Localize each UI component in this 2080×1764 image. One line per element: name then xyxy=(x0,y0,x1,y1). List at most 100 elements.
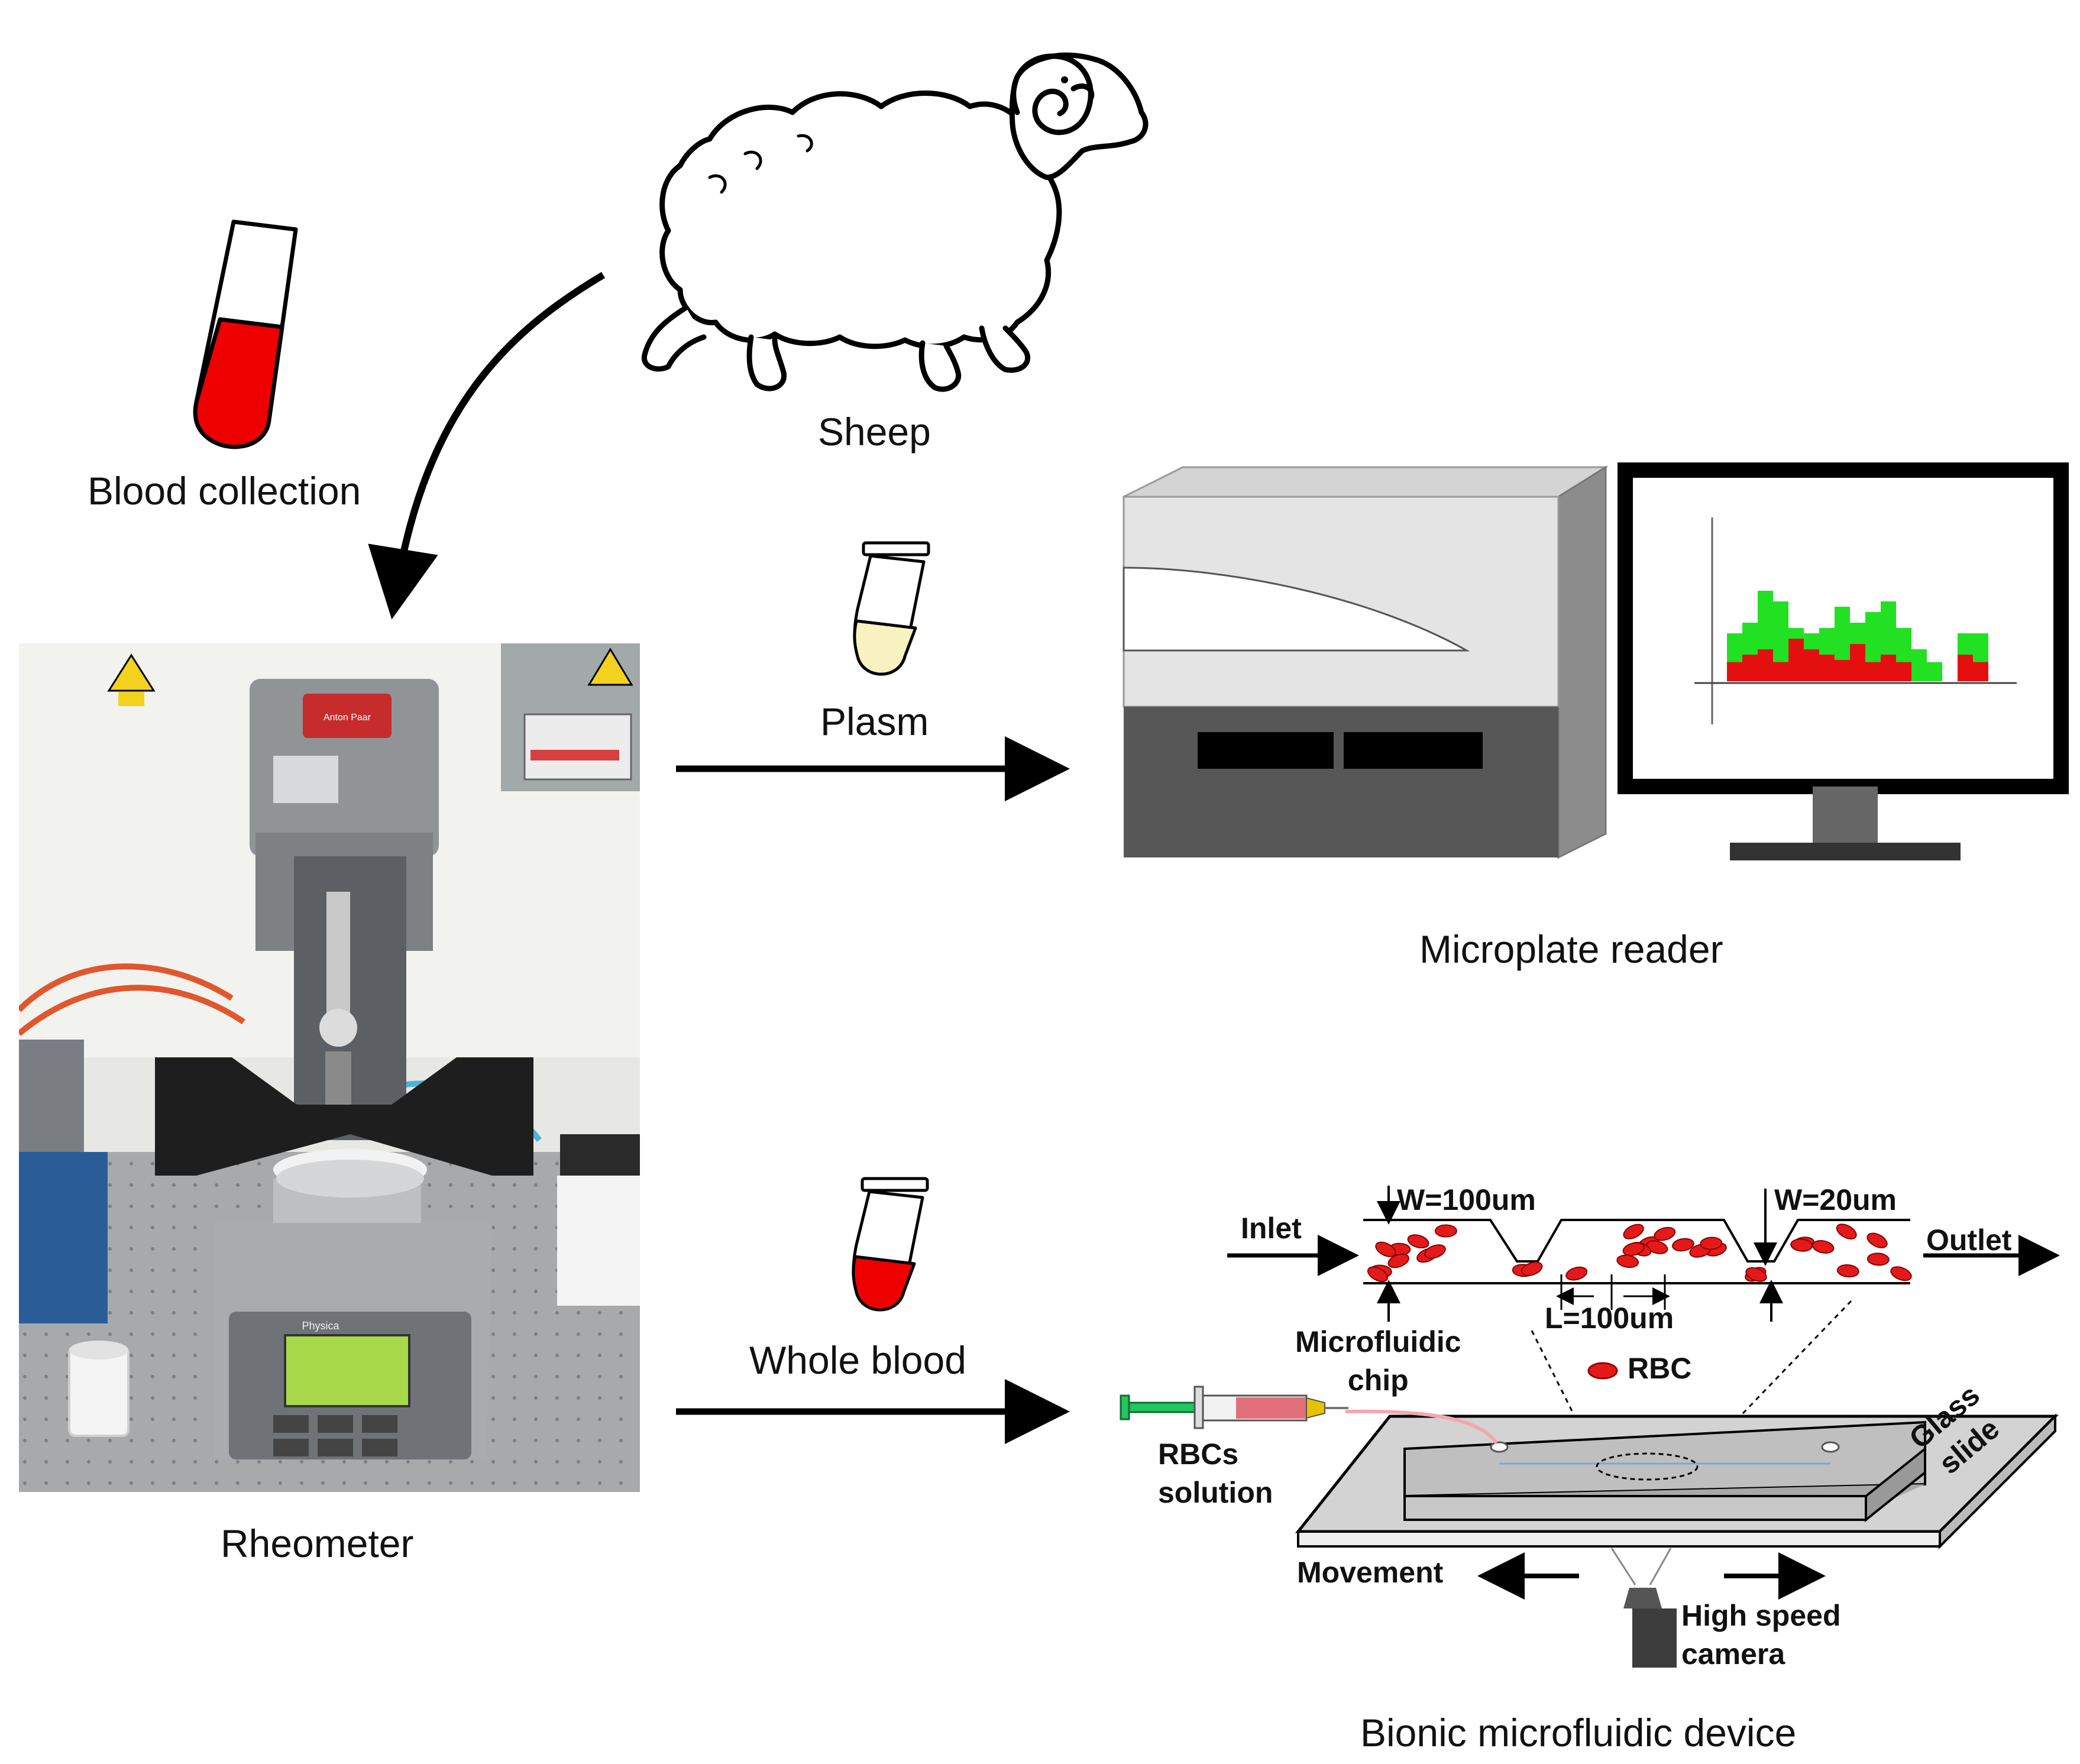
label-rheometer: Rheometer xyxy=(221,1522,414,1565)
plasma-tube xyxy=(853,541,930,676)
arrow-sheep-to-rheometer xyxy=(368,271,606,620)
table-hole xyxy=(513,1205,516,1208)
table-hole xyxy=(364,1460,367,1464)
table-hole xyxy=(577,1439,580,1442)
table-hole xyxy=(257,1183,261,1187)
table-hole xyxy=(555,1311,559,1315)
table-hole xyxy=(491,1311,495,1315)
table-hole xyxy=(151,1396,154,1400)
table-hole xyxy=(577,1332,580,1336)
table-hole xyxy=(215,1460,218,1464)
rbc-cell xyxy=(1646,1240,1668,1254)
table-hole xyxy=(534,1354,538,1357)
table-hole xyxy=(130,1226,133,1229)
label-bionic-device: Bionic microfluidic device xyxy=(1360,1711,1797,1755)
table-hole xyxy=(385,1481,389,1485)
table-hole xyxy=(172,1375,176,1378)
table-hole xyxy=(108,1247,112,1251)
table-hole xyxy=(236,1183,240,1187)
table-hole xyxy=(108,1311,112,1315)
table-hole xyxy=(619,1396,623,1400)
table-hole xyxy=(151,1183,154,1187)
table-hole xyxy=(513,1439,516,1442)
glass-slide-assembly xyxy=(1295,1409,2059,1549)
table-hole xyxy=(172,1226,176,1229)
table-hole xyxy=(23,1354,27,1357)
table-hole xyxy=(87,1439,90,1442)
table-hole xyxy=(491,1439,495,1442)
table-hole xyxy=(598,1396,601,1400)
table-hole xyxy=(193,1332,197,1336)
table-hole xyxy=(87,1481,90,1485)
rbc-cell xyxy=(1387,1253,1409,1268)
table-hole xyxy=(470,1481,474,1485)
table-hole xyxy=(513,1375,516,1378)
label-camera-line2: camera xyxy=(1681,1637,1785,1671)
rbc-cell xyxy=(1407,1234,1429,1249)
rbc-cell xyxy=(1811,1240,1835,1254)
table-hole xyxy=(619,1375,623,1378)
red-bar xyxy=(1865,662,1881,681)
table-hole xyxy=(193,1268,197,1272)
whole-blood-tube xyxy=(852,1177,929,1312)
table-hole xyxy=(23,1375,27,1378)
rbc-cell xyxy=(1672,1238,1694,1252)
table-hole xyxy=(491,1205,495,1208)
table-hole xyxy=(449,1183,452,1187)
reader-slot-left xyxy=(1198,732,1334,769)
table-hole xyxy=(172,1460,176,1464)
table-hole xyxy=(108,1481,112,1485)
red-bar xyxy=(1958,655,1973,681)
table-hole xyxy=(151,1247,154,1251)
table-hole xyxy=(364,1481,367,1485)
label-microfluidic-chip: Microfluidic chip xyxy=(1295,1323,1461,1400)
table-hole xyxy=(130,1396,133,1400)
table-hole xyxy=(172,1354,176,1357)
table-hole xyxy=(44,1460,48,1464)
table-hole xyxy=(577,1354,580,1357)
table-hole xyxy=(130,1439,133,1442)
table-hole xyxy=(215,1183,218,1187)
rbc-cell xyxy=(1866,1232,1888,1248)
table-hole xyxy=(236,1205,240,1208)
table-hole xyxy=(44,1481,48,1485)
table-hole xyxy=(279,1460,282,1464)
table-hole xyxy=(534,1268,538,1272)
table-hole xyxy=(215,1481,218,1485)
table-hole xyxy=(428,1460,431,1464)
table-hole xyxy=(108,1226,112,1229)
label-whole-blood: Whole blood xyxy=(749,1338,966,1382)
table-hole xyxy=(598,1417,601,1421)
table-hole xyxy=(172,1396,176,1400)
label-plasm: Plasm xyxy=(820,700,929,743)
red-bar xyxy=(1773,662,1788,681)
table-hole xyxy=(130,1417,133,1421)
label-movement: Movement xyxy=(1297,1556,1444,1589)
green-bar xyxy=(1927,662,1942,681)
table-hole xyxy=(598,1332,601,1336)
syringe xyxy=(1120,1386,1348,1429)
table-hole xyxy=(151,1268,154,1272)
label-outlet: Outlet xyxy=(1926,1224,2012,1257)
label-microfluidic-chip-line1: Microfluidic xyxy=(1295,1325,1461,1358)
table-hole xyxy=(108,1205,112,1208)
table-hole xyxy=(193,1417,197,1421)
table-hole xyxy=(44,1354,48,1357)
table-hole xyxy=(449,1481,452,1485)
rheometer-photo: Anton Paar Physica xyxy=(19,643,640,1492)
table-hole xyxy=(555,1396,559,1400)
table-hole xyxy=(534,1226,538,1229)
table-hole xyxy=(130,1332,133,1336)
table-hole xyxy=(534,1162,538,1166)
red-bar xyxy=(1788,639,1804,681)
table-hole xyxy=(172,1268,176,1272)
table-hole xyxy=(449,1205,452,1208)
table-hole xyxy=(513,1311,516,1315)
label-rbcs-solution-line2: solution xyxy=(1158,1476,1273,1509)
table-hole xyxy=(87,1332,90,1336)
table-hole xyxy=(130,1183,133,1187)
label-camera-line1: High speed xyxy=(1681,1599,1841,1632)
rbc-cell xyxy=(1616,1254,1639,1268)
table-hole xyxy=(130,1460,133,1464)
label-rbcs-solution-line1: RBCs xyxy=(1158,1438,1239,1471)
